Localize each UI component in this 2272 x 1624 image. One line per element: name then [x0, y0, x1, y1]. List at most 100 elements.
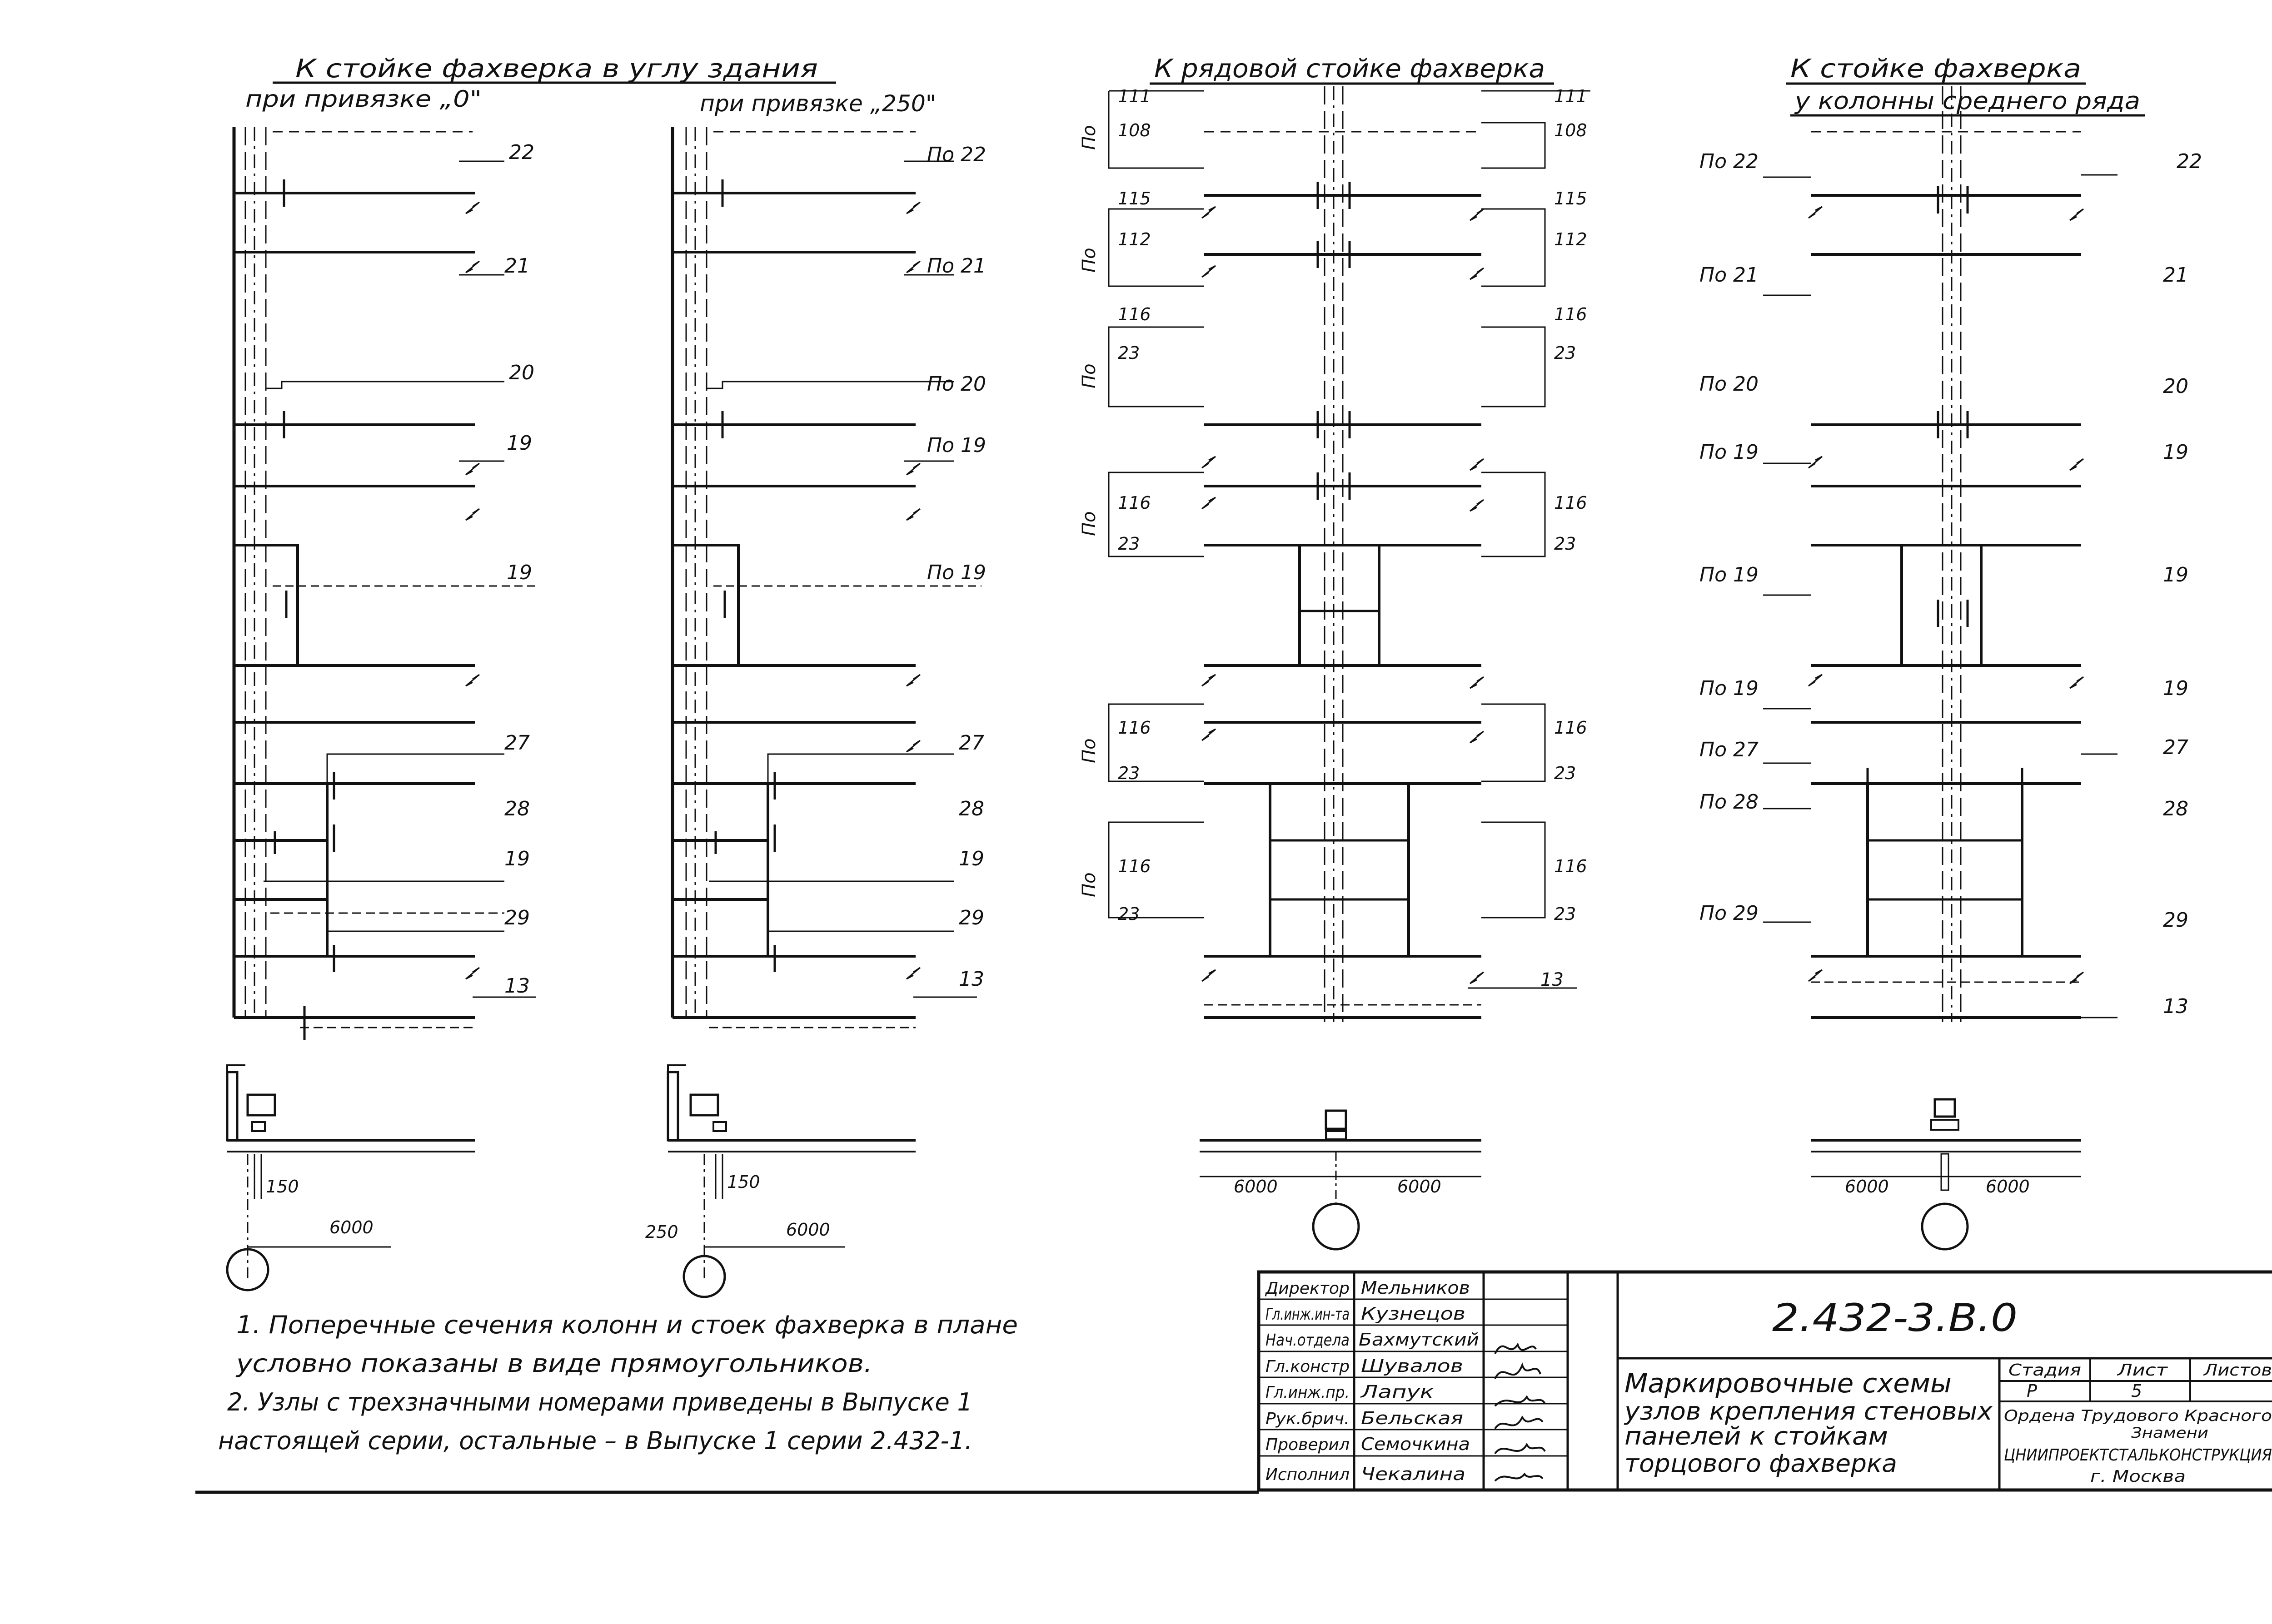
note-line-2: условно показаны в виде прямоугольников. [235, 1349, 872, 1378]
scheme-4-right-label: 13 [2163, 995, 2188, 1018]
scheme-3-right-code: 112 [1554, 229, 1587, 249]
tb-name: Семочкина [1361, 1434, 1470, 1454]
scheme-3-left-code: 23 [1118, 343, 1140, 363]
scheme-4-left-label: По 22 [1699, 150, 1759, 173]
scheme-4-right-label: 19 [2163, 563, 2188, 586]
scheme-1-label: 13 [504, 974, 530, 998]
tb-role: Рук.брич. [1266, 1410, 1350, 1428]
tb-role: Проверил [1266, 1435, 1350, 1454]
scheme-1-label: 19 [507, 561, 532, 584]
scheme-2-label: 29 [959, 906, 984, 929]
scheme-3-left-code: 116 [1118, 718, 1151, 738]
drawing-title-line4: торцового фахверка [1624, 1449, 1897, 1478]
scheme-3-left-code: 23 [1118, 904, 1140, 924]
scheme-3-left-code: 116 [1118, 493, 1151, 513]
plan-2-dims: 250 150 6000 [645, 1172, 830, 1242]
scheme-2-label: По 20 [927, 372, 986, 396]
scheme-3-labels: По По По По По По 111 108 115 112 116 23… [1079, 86, 1587, 990]
scheme-4-right-label: 19 [2163, 441, 2188, 464]
stage-header: Стадия [2008, 1361, 2081, 1380]
tb-role: Исполнил [1266, 1465, 1350, 1484]
scheme-3-right-code: 23 [1554, 763, 1576, 783]
scheme-2-label: По 19 [927, 561, 986, 584]
scheme-4-left-label: По 27 [1699, 738, 1759, 761]
plan-4 [1811, 1098, 2081, 1251]
scheme-3-po: По [1079, 872, 1100, 897]
scheme-4-left-label: По 29 [1699, 902, 1759, 925]
tb-name: Бельская [1361, 1408, 1463, 1428]
scheme-3-right-code: 115 [1554, 189, 1587, 209]
scheme-3-left-code: 108 [1118, 120, 1151, 140]
scheme-3-left-code: 112 [1118, 229, 1151, 249]
stage-value: Р [2027, 1381, 2037, 1401]
note-line-3: 2. Узлы с трехзначными номерами приведен… [227, 1388, 972, 1416]
scheme-1-labels: 22 21 20 19 19 27 28 19 29 13 [504, 141, 534, 998]
org-line1: Ордена Трудового Красного [2004, 1407, 2272, 1425]
plan-1-dim-a: 150 [266, 1177, 299, 1197]
scheme-1-label: 28 [504, 797, 530, 820]
heading-2: К рядовой стойке фахверка [1154, 54, 1545, 84]
scheme-1-label: 21 [504, 254, 530, 278]
scheme-3-left-code: 111 [1118, 86, 1151, 106]
note-line-4: настоящей серии, остальные – в Выпуске 1… [218, 1426, 972, 1455]
plan-1-dims: 150 6000 [266, 1177, 374, 1237]
scheme-1-label: 19 [507, 432, 532, 455]
title-block-roles: Директор Гл.инж.ин-та Нач.отдела Гл.конс… [1265, 1279, 1350, 1484]
title-block-names: Мельников Кузнецов Бахмутский Шувалов Ла… [1359, 1278, 1479, 1484]
scheme-3-right-code: 23 [1554, 343, 1576, 363]
scheme-2-corner-binding-250 [671, 127, 982, 1028]
scheme-3-left-code: 115 [1118, 189, 1151, 209]
tb-role: Директор [1265, 1279, 1350, 1298]
scheme-3-right-code: 116 [1554, 304, 1587, 324]
scheme-4-left-label: По 19 [1699, 563, 1759, 586]
sheet-value: 5 [2131, 1381, 2142, 1401]
scheme-1-label: 20 [509, 361, 534, 384]
scheme-4-right-label: 20 [2163, 375, 2188, 398]
scheme-2-labels: По 22 По 21 По 20 По 19 По 19 27 28 19 2… [927, 143, 986, 991]
org-line3: ЦНИИПРОЕКТСТАЛЬКОНСТРУКЦИЯ [2004, 1446, 2272, 1465]
scheme-1-label: 29 [504, 906, 530, 929]
plan-2-dim-c: 6000 [786, 1220, 830, 1240]
heading-1-line2-right: при привязке „250" [700, 90, 936, 117]
heading-3-line2: у колонны среднего ряда [1794, 88, 2140, 115]
tb-name: Шувалов [1361, 1356, 1463, 1376]
scheme-3-left-code: 116 [1118, 304, 1151, 324]
scheme-3-po: По [1079, 363, 1100, 388]
scheme-4-left-label: По 20 [1699, 372, 1759, 396]
tb-name: Мельников [1361, 1278, 1470, 1298]
scheme-3-bottom-label: 13 [1540, 969, 1564, 990]
tb-name: Чекалина [1361, 1464, 1465, 1484]
scheme-4-right-label: 28 [2163, 797, 2188, 820]
tb-role: Гл.инж.пр. [1266, 1383, 1350, 1402]
note-line-1: 1. Поперечные сечения колонн и стоек фах… [236, 1311, 1018, 1339]
plan-3-dim-left: 6000 [1234, 1177, 1278, 1197]
tb-role: Гл.инж.ин-та [1266, 1305, 1350, 1324]
plan-4-dim-left: 6000 [1845, 1177, 1889, 1197]
scheme-1-label: 27 [504, 731, 530, 755]
scheme-4-labels: По 22 По 21 По 20 По 19 По 19 По 19 По 2… [1699, 150, 2202, 1018]
tb-name: Кузнецов [1361, 1304, 1465, 1324]
scheme-3-po: По [1079, 738, 1100, 763]
drawing-title-line1: Маркировочные схемы [1624, 1368, 1952, 1399]
plan-4-dim-right: 6000 [1986, 1177, 2030, 1197]
scheme-4-right-label: 29 [2163, 909, 2188, 932]
scheme-2-label: По 19 [927, 434, 986, 457]
scheme-3-left-code: 23 [1118, 534, 1140, 554]
plan-2-dim-b: 150 [727, 1172, 760, 1192]
scheme-3-right-code: 23 [1554, 534, 1576, 554]
heading-3-line1: К стойке фахверка [1790, 54, 2081, 84]
scheme-3-right-code: 108 [1554, 120, 1587, 140]
scheme-3-left-code: 23 [1118, 763, 1140, 783]
scheme-2-label: 27 [959, 731, 984, 755]
scheme-4-right-label: 21 [2163, 263, 2188, 287]
scheme-3-row-post [1108, 86, 1590, 1022]
scheme-1-label: 19 [504, 847, 530, 870]
scheme-4-left-label: По 21 [1699, 263, 1759, 287]
scheme-2-label: По 21 [927, 254, 986, 278]
scheme-3-po: По [1079, 125, 1100, 150]
title-block [1257, 1270, 2272, 1492]
plan-3 [1200, 1109, 1481, 1251]
tb-role: Гл.констр [1266, 1357, 1350, 1376]
scheme-4-left-label: По 19 [1699, 441, 1759, 464]
